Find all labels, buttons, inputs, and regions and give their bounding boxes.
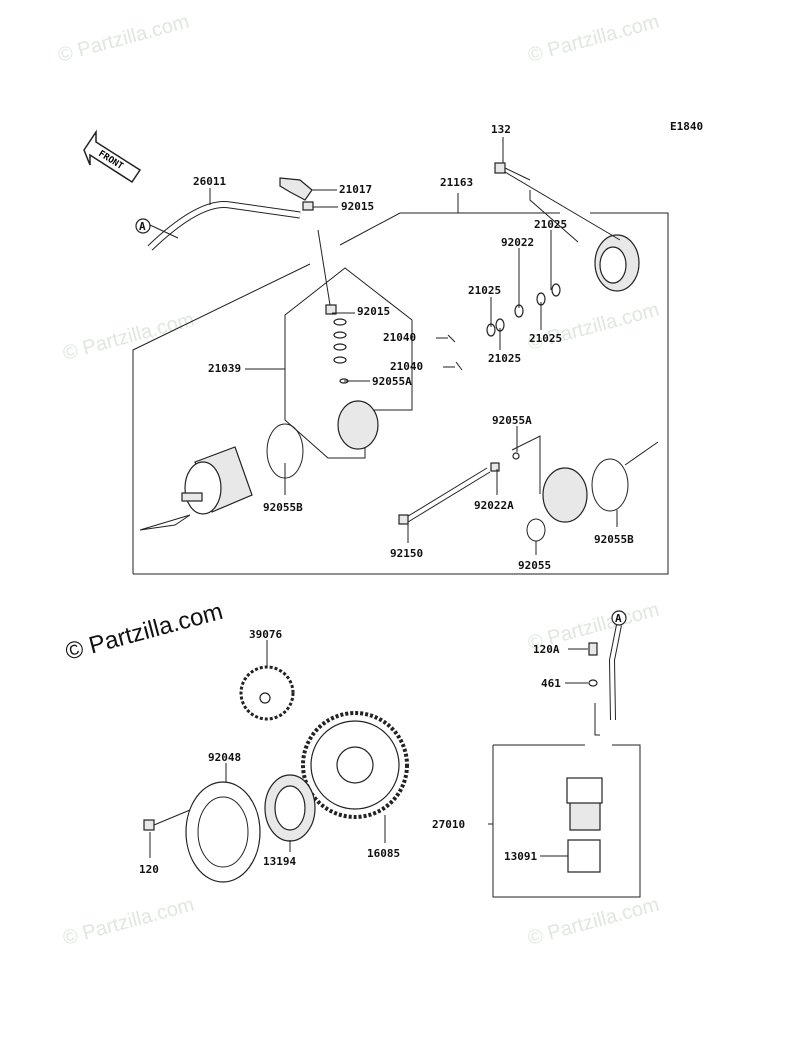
watermark: © Partzilla.com xyxy=(61,309,197,365)
callout-92055: 92055 xyxy=(518,559,551,572)
callout-21025: 21025 xyxy=(488,352,521,365)
callout-92048: 92048 xyxy=(208,751,241,764)
connector-a-label: A xyxy=(139,220,146,233)
watermark: © Partzilla.com xyxy=(526,894,662,950)
callout-13194: 13194 xyxy=(263,855,296,868)
callout-labels: 132 26011 21017 92015 21163 21025 92022 … xyxy=(139,123,634,876)
callout-21039: 21039 xyxy=(208,362,241,375)
callout-26011: 26011 xyxy=(193,175,226,188)
callout-92022a: 92022A xyxy=(474,499,514,512)
callout-21017: 21017 xyxy=(339,183,372,196)
callout-92015: 92015 xyxy=(357,305,390,318)
callout-21040: 21040 xyxy=(390,360,423,373)
watermark: © Partzilla.com xyxy=(526,11,662,67)
callout-132: 132 xyxy=(491,123,511,136)
callout-21025: 21025 xyxy=(534,218,567,231)
callout-21040: 21040 xyxy=(383,331,416,344)
callout-92015: 92015 xyxy=(341,200,374,213)
callout-92055b: 92055B xyxy=(594,533,634,546)
callout-120a: 120A xyxy=(533,643,560,656)
connector-a-label: A xyxy=(615,612,622,625)
watermark-main: © Partzilla.com xyxy=(63,598,226,666)
callout-21163: 21163 xyxy=(440,176,473,189)
callout-92150: 92150 xyxy=(390,547,423,560)
callout-21025: 21025 xyxy=(468,284,501,297)
callout-16085: 16085 xyxy=(367,847,400,860)
starter-motor-group xyxy=(132,162,669,575)
callout-120: 120 xyxy=(139,863,159,876)
starter-clutch-group xyxy=(143,665,409,883)
watermark: © Partzilla.com xyxy=(526,299,662,355)
callout-92055a: 92055A xyxy=(372,375,412,388)
callout-13091: 13091 xyxy=(504,850,537,863)
leader-lines xyxy=(149,137,618,858)
callout-92022: 92022 xyxy=(501,236,534,249)
callout-27010: 27010 xyxy=(432,818,465,831)
callout-92055a: 92055A xyxy=(492,414,532,427)
callout-461: 461 xyxy=(541,677,561,690)
starter-relay-group: A xyxy=(492,610,641,898)
watermark: © Partzilla.com xyxy=(61,894,197,950)
callout-39076: 39076 xyxy=(249,628,282,641)
watermark: © Partzilla.com xyxy=(56,11,192,67)
callout-21025: 21025 xyxy=(529,332,562,345)
callout-92055b: 92055B xyxy=(263,501,303,514)
front-arrow-icon: FRONT xyxy=(83,129,142,184)
diagram-code: E1840 xyxy=(670,120,703,133)
